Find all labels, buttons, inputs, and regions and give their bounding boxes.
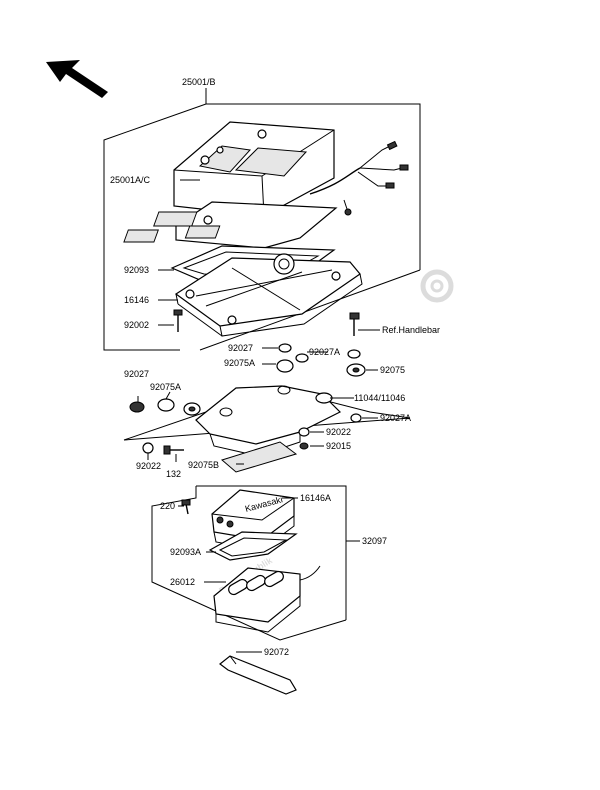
label-92027-left: 92027: [124, 369, 149, 379]
meter-base-16146: [174, 253, 363, 337]
battery-pack-26012: [213, 565, 321, 633]
label-16146: 16146: [124, 295, 149, 305]
label-92022-left: 92022: [136, 461, 161, 471]
label-11044-11046: 11044/11046: [354, 393, 405, 403]
module-bracket-left: [151, 486, 347, 641]
label-92093: 92093: [124, 265, 149, 275]
grommet-92027-upper: [276, 343, 366, 377]
part-labels: 25001/B 25001A/C 92093 16146 92002 Ref.H…: [110, 77, 440, 657]
label-132: 132: [166, 469, 181, 479]
label-92072: 92072: [264, 647, 289, 657]
module-bracket-right: [196, 485, 347, 620]
assembly-bracket-top: [103, 88, 207, 351]
label-220: 220: [160, 501, 175, 511]
label-92015: 92015: [326, 441, 351, 451]
pad-92075B: [220, 441, 298, 473]
label-92027A-upper: 92027A: [309, 347, 340, 357]
screw-220: [181, 499, 191, 515]
label-32097: 32097: [362, 536, 387, 546]
grommet-92027-left: [129, 398, 201, 416]
gasket-92093A: [208, 531, 298, 561]
label-92093A: 92093A: [170, 547, 201, 557]
gear-icon: [420, 269, 454, 303]
nut-92022-right: [298, 413, 362, 450]
handlebar-bolt: [349, 312, 380, 336]
bolt-132: [142, 442, 184, 455]
lens-plate: [123, 201, 338, 249]
label-92075A-upper: 92075A: [224, 358, 255, 368]
label-26012: 26012: [170, 577, 195, 587]
label-92027-upper: 92027: [228, 343, 253, 353]
housing-screw: [343, 199, 352, 216]
meter-housing: [173, 121, 409, 217]
assembly-bracket-bottom: [199, 269, 421, 351]
label-92022-right: 92022: [326, 427, 351, 437]
label-ref-handlebar: Ref.Handlebar: [382, 325, 440, 335]
assembly-bracket-top-right: [206, 103, 421, 270]
label-92075B: 92075B: [188, 460, 219, 470]
label-25001B: 25001/B: [182, 77, 216, 87]
label-92075A-left: 92075A: [150, 382, 181, 392]
label-92002: 92002: [124, 320, 149, 330]
label-92027A-right: 92027A: [380, 413, 411, 423]
strap-92072: [219, 655, 297, 695]
screw-92002: [173, 309, 183, 332]
label-16146A: 16146A: [300, 493, 331, 503]
module-cover-16146A: Kawasaki: [211, 489, 295, 551]
leader-lines: [137, 179, 378, 653]
arrow-up-left-icon: [46, 60, 108, 98]
label-92075: 92075: [380, 365, 405, 375]
label-25001AC: 25001A/C: [110, 175, 151, 185]
